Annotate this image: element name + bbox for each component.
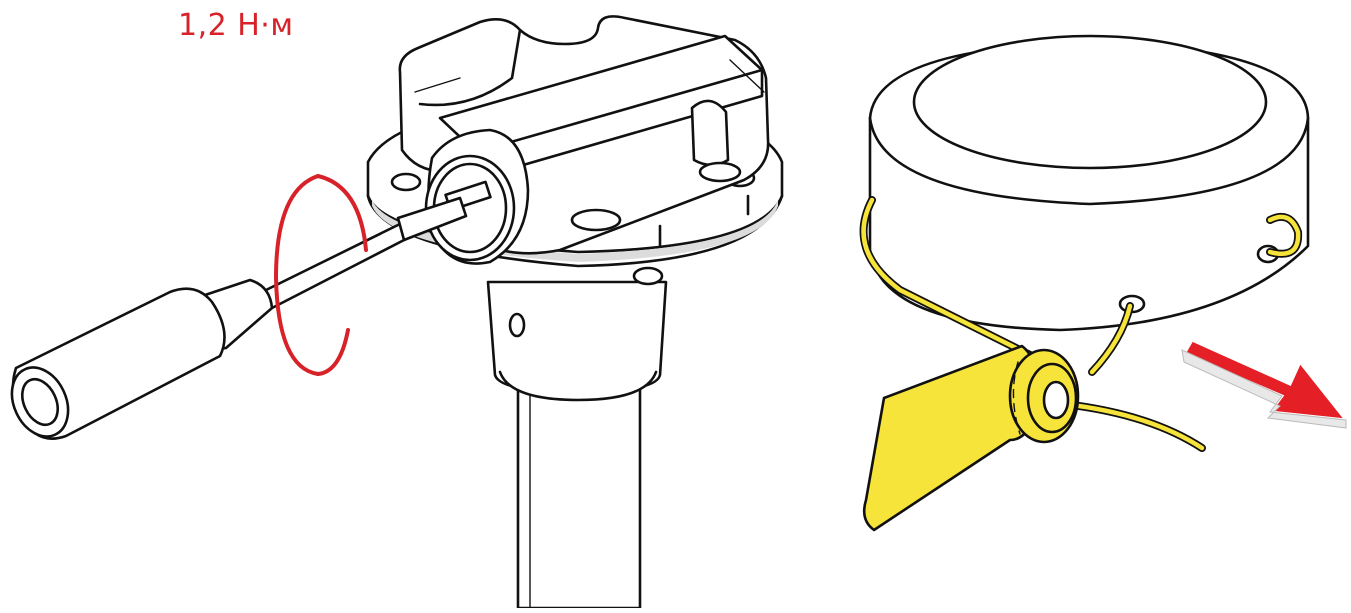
screwdriver-icon [10, 196, 468, 440]
seal-wire [859, 196, 1303, 452]
seal-tag-icon [862, 344, 1080, 532]
pull-direction-arrow-icon [1181, 338, 1350, 429]
sensor-head-icon [366, 15, 784, 610]
protective-cap-icon [868, 34, 1310, 332]
rotation-arrow-icon [273, 174, 368, 376]
torque-label: 1,2 Н·м [178, 8, 294, 43]
